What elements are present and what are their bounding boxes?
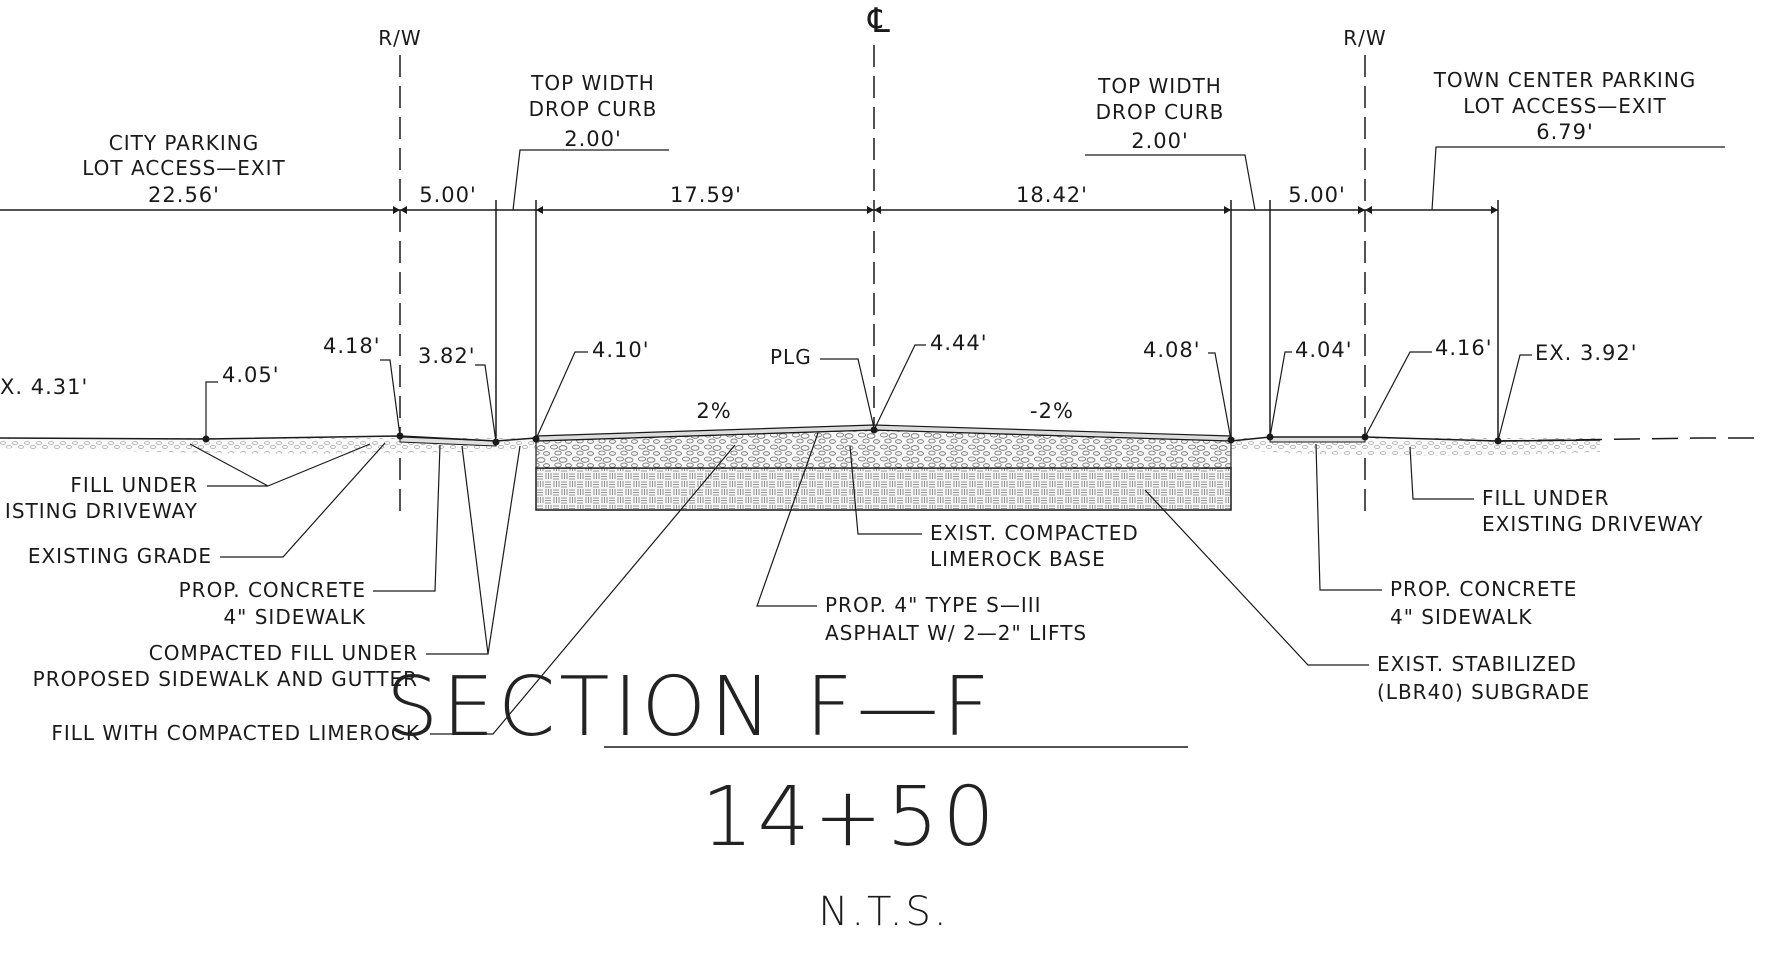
dim-left-lane: 17.59': [670, 183, 742, 207]
sidewalk-right-1: PROP. CONCRETE: [1390, 577, 1577, 601]
left-access-header: CITY PARKING LOT ACCESS—EXIT 22.56': [82, 131, 286, 207]
left-curb-line-1: TOP WIDTH: [530, 71, 655, 95]
left-curb-width: 2.00': [564, 127, 622, 151]
left-access-line-2: LOT ACCESS—EXIT: [82, 156, 286, 180]
elev-4: 4.10': [592, 338, 650, 362]
dim-right-lane: 18.42': [1016, 183, 1088, 207]
roadway-section: [0, 424, 1765, 511]
existing-grade-label: EXISTING GRADE: [28, 544, 212, 568]
fill-driveway-right-2: EXISTING DRIVEWAY: [1482, 512, 1703, 536]
elev-ex-left: X. 4.31': [0, 375, 88, 399]
right-access-line-2: LOT ACCESS—EXIT: [1463, 94, 1667, 118]
elevation-labels: X. 4.31' 4.05' 4.18' 3.82' 4.10' PLG 4.4…: [0, 331, 1638, 443]
stabilized-subgrade-layer: [535, 467, 1232, 511]
asphalt-2: ASPHALT W/ 2—2" LIFTS: [825, 621, 1087, 645]
right-of-way-label-right: R/W: [1343, 26, 1386, 50]
fill-limerock-label: FILL WITH COMPACTED LIMEROCK: [51, 721, 420, 745]
dimension-line: 5.00' 17.59' 18.42' 5.00': [0, 183, 1499, 445]
asphalt-1: PROP. 4" TYPE S—III: [825, 593, 1042, 617]
sidewalk-right-2: 4" SIDEWALK: [1390, 605, 1533, 629]
elev-2: 4.18': [323, 334, 381, 358]
right-callouts: PROP. CONCRETE 4" SIDEWALK FILL UNDER EX…: [1315, 443, 1703, 629]
section-title: SECTION F—F: [386, 660, 994, 755]
subgrade-1: EXIST. STABILIZED: [1377, 652, 1577, 676]
fill-driveway-left-2: ISTING DRIVEWAY: [5, 499, 198, 523]
slope-right: -2%: [1030, 399, 1074, 423]
plg-label: PLG: [770, 345, 812, 369]
compacted-fill-1: COMPACTED FILL UNDER: [149, 641, 418, 665]
elev-7: 4.04': [1295, 338, 1353, 362]
svg-text:℄: ℄: [867, 1, 890, 41]
header-leaders: [512, 146, 1725, 211]
limerock-base-1: EXIST. COMPACTED: [930, 521, 1139, 545]
dim-right-sidewalk: 5.00': [1288, 183, 1346, 207]
right-access-line-1: TOWN CENTER PARKING: [1433, 68, 1697, 92]
elev-8: 4.16': [1435, 336, 1493, 360]
right-drop-curb-header: TOP WIDTH DROP CURB 2.00': [1096, 74, 1225, 153]
fill-driveway-left-1: FILL UNDER: [70, 473, 198, 497]
elev-ex-right: EX. 3.92': [1535, 341, 1638, 365]
fill-driveway-right-1: FILL UNDER: [1482, 486, 1610, 510]
right-curb-line-2: DROP CURB: [1096, 100, 1225, 124]
right-curb-line-1: TOP WIDTH: [1097, 74, 1222, 98]
left-access-width: 22.56': [148, 183, 220, 207]
subgrade-2: (LBR40) SUBGRADE: [1377, 680, 1590, 704]
elev-5: 4.44': [930, 331, 988, 355]
elev-6: 4.08': [1143, 338, 1201, 362]
sidewalk-left-2: 4" SIDEWALK: [223, 605, 366, 629]
slope-left: 2%: [696, 399, 731, 423]
limerock-base-2: LIMEROCK BASE: [930, 547, 1106, 571]
left-drop-curb-header: TOP WIDTH DROP CURB 2.00': [529, 71, 658, 151]
center-callouts: EXIST. COMPACTED LIMEROCK BASE PROP. 4" …: [756, 432, 1590, 704]
right-of-way-label-left: R/W: [378, 26, 421, 50]
section-title-block: SECTION F—F 14+50 N.T.S.: [386, 660, 1188, 935]
left-callouts: FILL UNDER ISTING DRIVEWAY EXISTING GRAD…: [5, 442, 736, 745]
centerline-symbol: ℄: [867, 1, 890, 41]
station-number: 14+50: [701, 770, 998, 865]
dim-left-sidewalk: 5.00': [419, 183, 477, 207]
compacted-fill-2: PROPOSED SIDEWALK AND GUTTER: [33, 667, 418, 691]
left-access-line-1: CITY PARKING: [109, 131, 260, 155]
elev-3: 3.82': [418, 344, 476, 368]
right-access-width: 6.79': [1536, 120, 1594, 144]
sidewalk-left-1: PROP. CONCRETE: [179, 578, 366, 602]
scale-note: N.T.S.: [818, 889, 949, 935]
elev-1: 4.05': [222, 363, 280, 387]
left-curb-line-2: DROP CURB: [529, 97, 658, 121]
right-curb-width: 2.00': [1131, 129, 1189, 153]
right-access-header: TOWN CENTER PARKING LOT ACCESS—EXIT 6.79…: [1433, 68, 1697, 144]
